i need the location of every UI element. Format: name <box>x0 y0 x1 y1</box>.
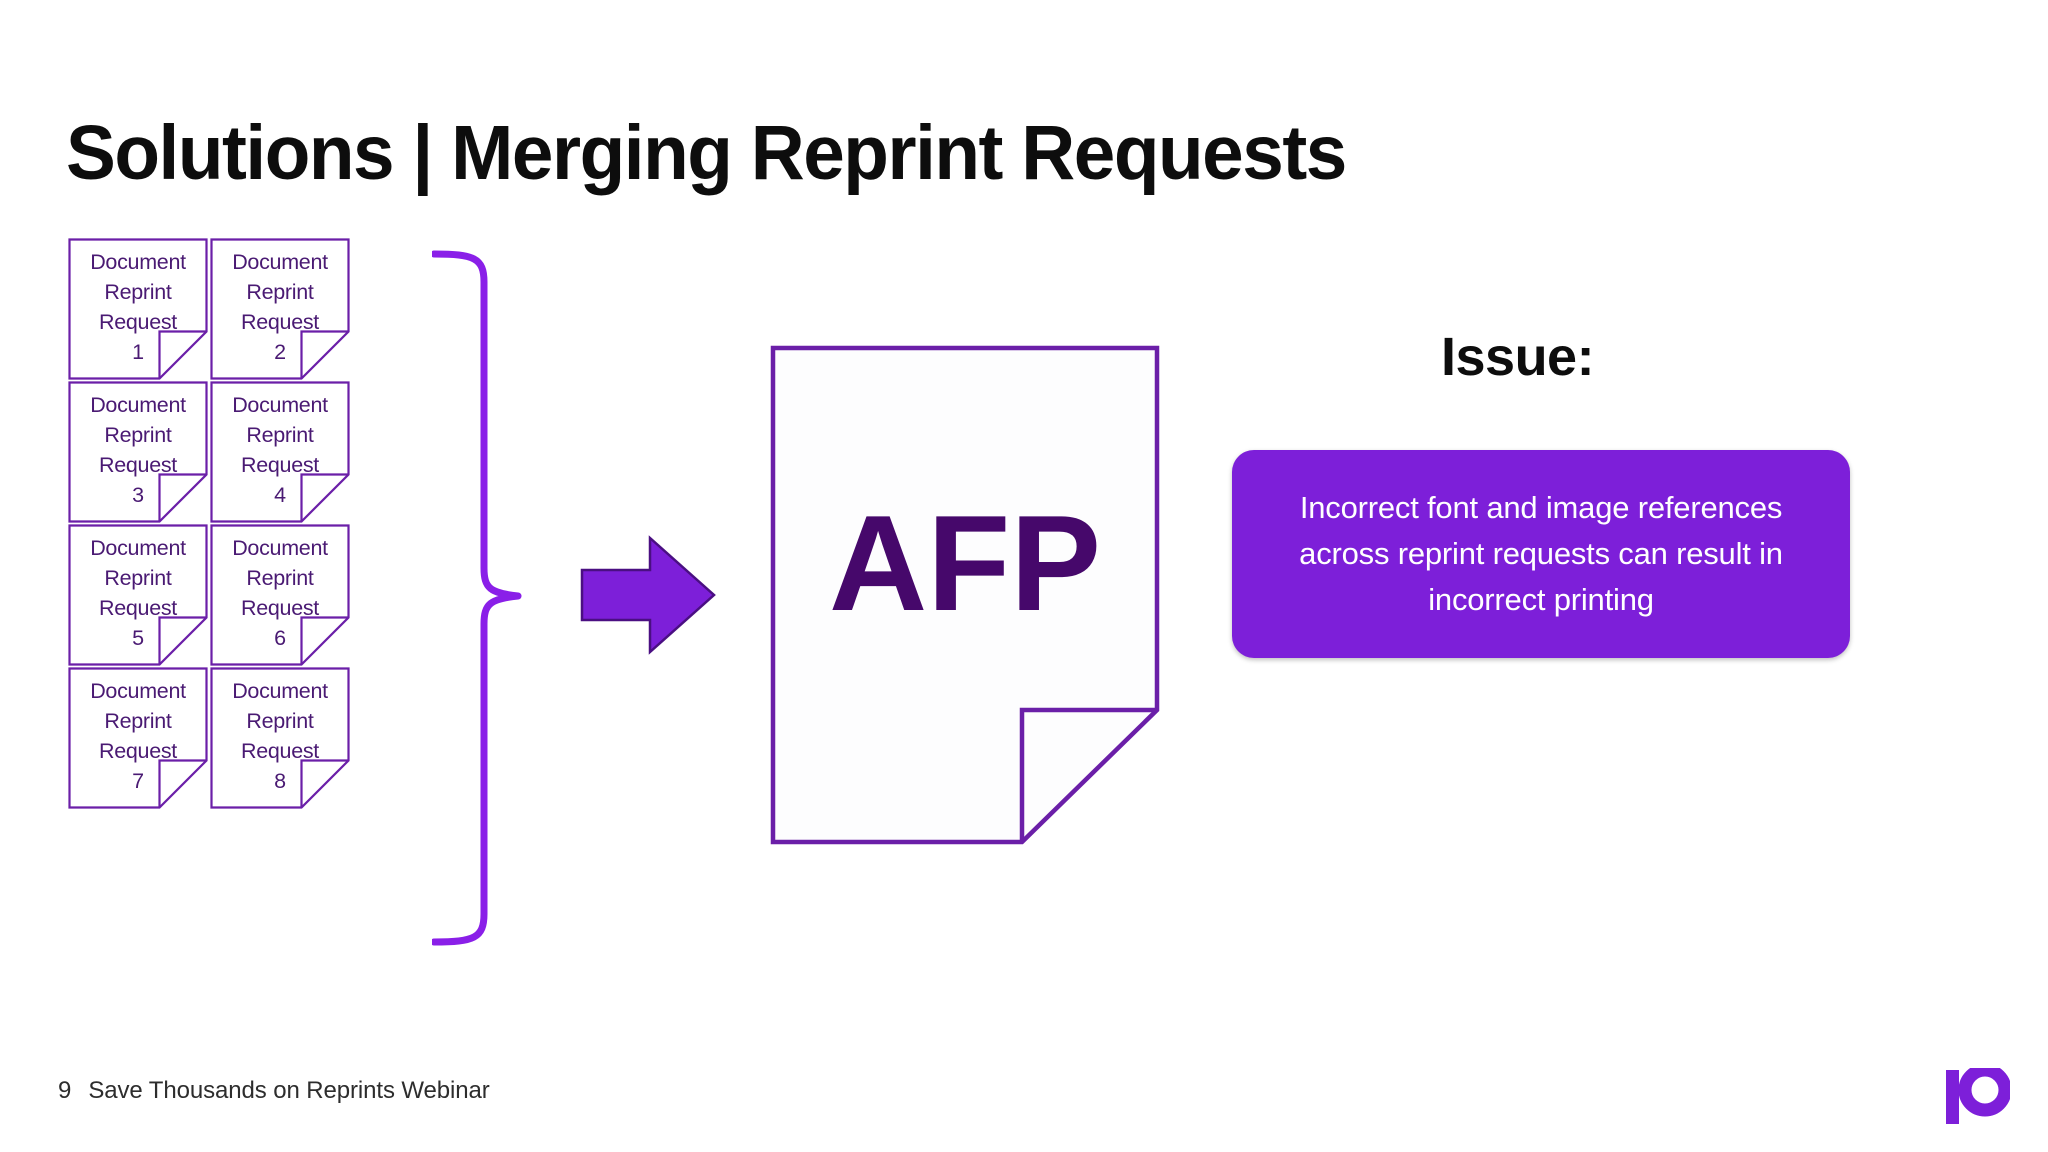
issue-callout-text: Incorrect font and image references acro… <box>1299 490 1783 617</box>
document-card-line-1: Document <box>90 679 186 703</box>
document-card-line-2: Reprint <box>246 566 314 590</box>
merged-afp-document: AFP <box>770 345 1160 845</box>
issue-callout-box: Incorrect font and image references acro… <box>1232 450 1850 658</box>
footer-page-number: 9 <box>58 1077 72 1104</box>
document-card-line-1: Document <box>90 536 186 560</box>
document-card-shape <box>68 381 208 523</box>
document-card-line-2: Reprint <box>246 423 314 447</box>
curly-brace-icon <box>430 248 552 948</box>
afp-label: AFP <box>829 487 1101 639</box>
document-card-line-2: Reprint <box>104 423 172 447</box>
document-card-line-1: Document <box>232 679 328 703</box>
document-card-line-3: Request <box>99 453 177 477</box>
document-card-line-1: Document <box>232 250 328 274</box>
document-card-line-3: Request <box>99 310 177 334</box>
document-card-line-3: Request <box>241 739 319 763</box>
document-card-number: 5 <box>132 626 144 650</box>
document-card-line-1: Document <box>232 393 328 417</box>
document-card-shape <box>68 238 208 380</box>
document-card-line-2: Reprint <box>104 566 172 590</box>
document-card-line-2: Reprint <box>104 280 172 304</box>
document-card-shape <box>210 238 350 380</box>
document-card-line-3: Request <box>99 739 177 763</box>
document-card-shape <box>68 667 208 809</box>
footer-deck-title: Save Thousands on Reprints Webinar <box>88 1077 490 1104</box>
document-card-shape <box>210 667 350 809</box>
document-card-line-2: Reprint <box>246 280 314 304</box>
document-card-shape <box>210 524 350 666</box>
document-card-number: 1 <box>132 340 144 364</box>
document-card-shape <box>210 381 350 523</box>
document-card-line-3: Request <box>99 596 177 620</box>
document-card-line-3: Request <box>241 310 319 334</box>
document-card-line-3: Request <box>241 453 319 477</box>
issue-heading: Issue: <box>1441 327 1595 387</box>
document-card-line-1: Document <box>232 536 328 560</box>
document-card-line-3: Request <box>241 596 319 620</box>
document-card-number: 3 <box>132 483 144 507</box>
document-card-line-1: Document <box>90 393 186 417</box>
brand-logo-icon <box>1938 1063 2012 1132</box>
page-title: Solutions | Merging Reprint Requests <box>66 110 1347 196</box>
document-card-line-2: Reprint <box>246 709 314 733</box>
document-card-number: 7 <box>132 769 144 793</box>
document-card-shape <box>68 524 208 666</box>
slide-footer: 9 Save Thousands on Reprints Webinar <box>58 1077 490 1105</box>
document-card-number: 4 <box>274 483 286 507</box>
document-card-number: 6 <box>274 626 286 650</box>
document-card-line-1: Document <box>90 250 186 274</box>
document-card-number: 8 <box>274 769 286 793</box>
document-card-line-2: Reprint <box>104 709 172 733</box>
document-card-number: 2 <box>274 340 286 364</box>
right-block-arrow-icon <box>578 534 718 656</box>
